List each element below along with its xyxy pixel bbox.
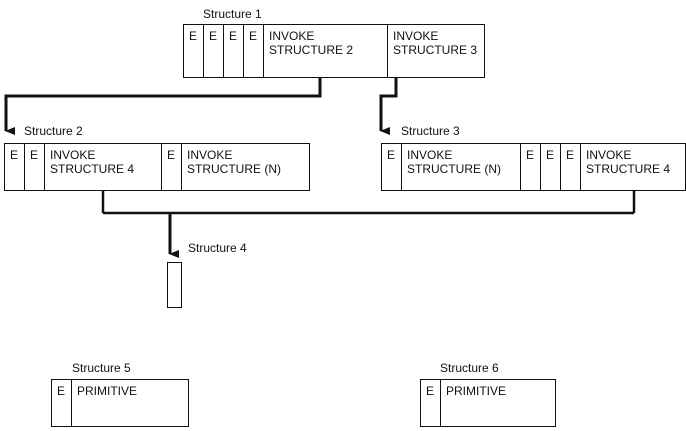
structure-2-label: Structure 2 — [24, 124, 83, 138]
element-cell: E — [204, 25, 224, 77]
invoke-structure-4-cell: INVOKE STRUCTURE 4 — [586, 148, 671, 176]
element-cell: E — [5, 144, 25, 190]
structure-3-box: E INVOKE STRUCTURE (N) E E E INVOKE STRU… — [381, 143, 686, 191]
element-cell: E — [162, 144, 182, 190]
structure-3-label: Structure 3 — [401, 124, 460, 138]
element-cell: E — [184, 25, 204, 77]
element-cell: E — [25, 144, 45, 190]
arrow-s1-to-s3 — [379, 77, 398, 135]
element-cell: E — [421, 380, 441, 426]
invoke-structure-n-cell: INVOKE STRUCTURE (N) — [187, 148, 281, 176]
element-cell: E — [541, 144, 561, 190]
primitive-cell: PRIMITIVE — [77, 384, 138, 398]
invoke-structure-3-cell: INVOKE STRUCTURE 3 — [393, 29, 478, 57]
element-cell: E — [52, 380, 72, 426]
structure-5-box: E PRIMITIVE — [51, 379, 189, 427]
primitive-cell: PRIMITIVE — [446, 384, 507, 398]
structure-4-label: Structure 4 — [188, 241, 247, 255]
structure-2-box: E E INVOKE STRUCTURE 4 E INVOKE STRUCTUR… — [4, 143, 310, 191]
element-cell: E — [382, 144, 402, 190]
structure-1-label: Structure 1 — [203, 7, 262, 21]
structure-5-label: Structure 5 — [72, 361, 131, 375]
structure-6-label: Structure 6 — [440, 361, 499, 375]
element-cell: E — [224, 25, 244, 77]
invoke-structure-n-cell: INVOKE STRUCTURE (N) — [402, 144, 521, 190]
structure-4-box — [167, 262, 182, 308]
invoke-structure-4-cell: INVOKE STRUCTURE 4 — [45, 144, 162, 190]
invoke-structure-2-cell: INVOKE STRUCTURE 2 — [264, 25, 388, 77]
arrow-s1-to-s2 — [4, 77, 322, 135]
element-cell: E — [244, 25, 264, 77]
element-cell: E — [561, 144, 581, 190]
structure-1-box: E E E E INVOKE STRUCTURE 2 INVOKE STRUCT… — [183, 24, 485, 78]
structure-6-box: E PRIMITIVE — [420, 379, 556, 427]
element-cell: E — [521, 144, 541, 190]
